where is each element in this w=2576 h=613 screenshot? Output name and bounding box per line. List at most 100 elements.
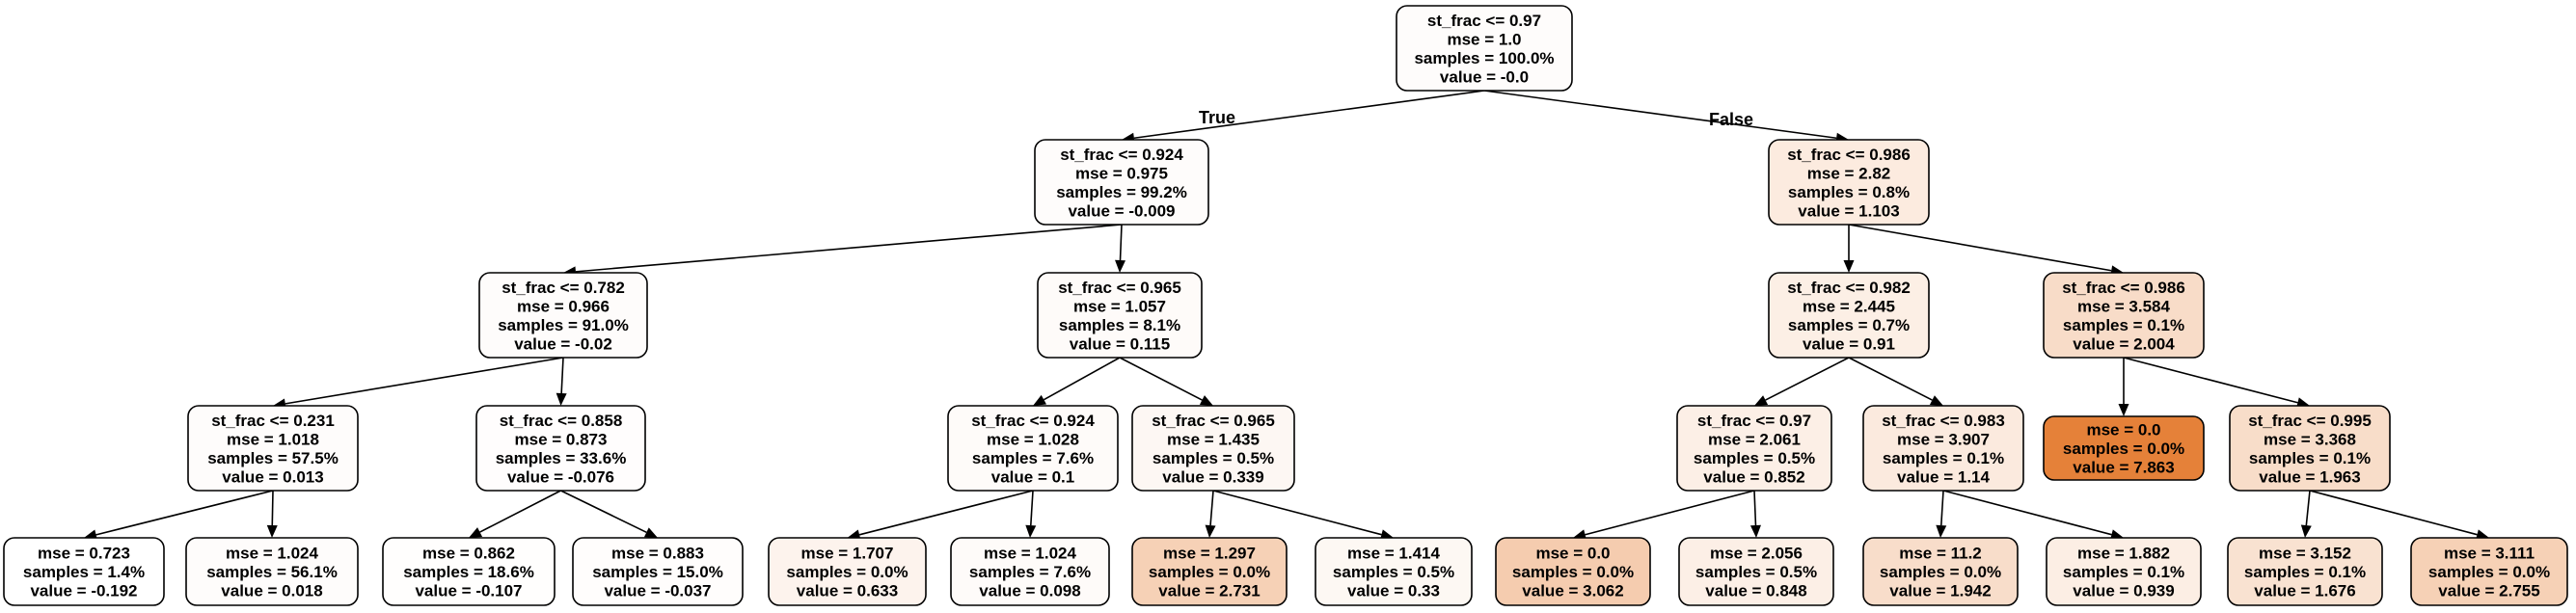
edge-n4-n10 xyxy=(1119,357,1203,401)
node-box xyxy=(2410,537,2568,606)
node-box xyxy=(2229,405,2391,492)
edge-n10-n22 xyxy=(1212,490,1382,536)
node-line: mse = 11.2 xyxy=(1899,545,1982,563)
node-box xyxy=(572,537,744,606)
node-line: mse = 1.882 xyxy=(2077,545,2170,563)
node-box xyxy=(2046,537,2202,606)
node-box xyxy=(1315,537,1473,606)
node-line: samples = 100.0% xyxy=(1414,49,1554,67)
node-line: st_frac <= 0.995 xyxy=(2248,412,2372,430)
node-line: st_frac <= 0.858 xyxy=(500,412,623,430)
edge-n1-n3 xyxy=(575,224,1123,273)
true-branch-label: True xyxy=(1199,108,1235,127)
node-line: mse = 3.584 xyxy=(2077,297,2170,315)
node-line: samples = 0.1% xyxy=(2244,563,2366,581)
node-line: mse = 0.966 xyxy=(517,297,610,315)
node-line: value = 0.939 xyxy=(2073,582,2174,600)
node-box xyxy=(947,405,1119,492)
node-line: samples = 0.5% xyxy=(1333,563,1454,581)
node-line: samples = 0.0% xyxy=(1512,563,1634,581)
node-line: mse = 2.056 xyxy=(1710,545,1803,563)
node-line: value = -0.02 xyxy=(514,334,612,353)
arrowhead-n25 xyxy=(1936,524,1947,538)
node-line: value = 1.14 xyxy=(1897,467,1990,486)
node-line: samples = 0.0% xyxy=(1880,563,2001,581)
node-line: st_frac <= 0.782 xyxy=(502,279,625,297)
node-line: value = 3.062 xyxy=(1522,582,1623,600)
node-line: samples = 0.1% xyxy=(2249,449,2371,467)
node-line: samples = 0.0% xyxy=(2063,440,2184,458)
node-line: mse = 0.0 xyxy=(1535,545,1610,563)
edge-n8-n17 xyxy=(479,490,561,533)
node-line: mse = 2.82 xyxy=(1807,164,1891,182)
node-box xyxy=(1678,537,1834,606)
node-line: value = -0.192 xyxy=(30,582,137,600)
node-line: samples = 33.6% xyxy=(496,449,627,467)
node-line: mse = 1.707 xyxy=(801,545,894,563)
node-line: value = 2.755 xyxy=(2438,582,2539,600)
node-line: mse = 1.028 xyxy=(987,430,1079,448)
node-line: mse = 1.414 xyxy=(1347,545,1440,563)
node-line: mse = 2.445 xyxy=(1803,297,1895,315)
node-line: samples = 99.2% xyxy=(1056,183,1187,201)
node-line: st_frac <= 0.965 xyxy=(1058,279,1181,297)
node-line: samples = 0.8% xyxy=(1788,183,1910,201)
node-line: value = 1.676 xyxy=(2254,582,2355,600)
node-line: samples = 7.6% xyxy=(969,563,1091,581)
node-line: samples = 57.5% xyxy=(207,449,339,467)
node-line: samples = 0.1% xyxy=(2063,563,2184,581)
node-line: mse = 0.723 xyxy=(38,545,130,563)
node-line: mse = 0.975 xyxy=(1075,164,1168,182)
edge-n9-n19 xyxy=(858,490,1034,536)
node-box xyxy=(1862,405,2024,492)
arrowhead-n5 xyxy=(1843,260,1855,273)
arrowhead-n9 xyxy=(1033,394,1047,406)
node-box xyxy=(768,537,927,606)
node-box xyxy=(1396,5,1573,92)
node-line: st_frac <= 0.986 xyxy=(2062,279,2185,297)
node-line: samples = 56.1% xyxy=(206,563,338,581)
node-box xyxy=(1862,537,2019,606)
arrowhead-n20 xyxy=(1025,524,1037,538)
node-line: mse = 3.152 xyxy=(2259,545,2351,563)
edge-n12-n25 xyxy=(1939,490,1944,526)
node-line: st_frac <= 0.983 xyxy=(1882,412,2005,430)
arrowhead-n13 xyxy=(2118,404,2129,416)
node-line: mse = 1.297 xyxy=(1163,545,1256,563)
node-line: st_frac <= 0.97 xyxy=(1697,412,1811,430)
node-line: value = -0.0 xyxy=(1440,67,1529,86)
edge-n0-n2 xyxy=(1483,90,1837,140)
node-line: value = 1.103 xyxy=(1798,201,1899,220)
node-line: st_frac <= 0.97 xyxy=(1427,12,1541,30)
node-line: value = 2.004 xyxy=(2073,334,2175,353)
node-line: value = 0.018 xyxy=(221,582,322,600)
node-line: samples = 0.5% xyxy=(1694,449,1815,467)
node-line: value = 0.633 xyxy=(797,582,898,600)
edge-n12-n26 xyxy=(1942,490,2112,536)
edge-n9-n20 xyxy=(1029,490,1034,526)
arrowhead-n4 xyxy=(1115,259,1126,273)
arrowhead-n12 xyxy=(1929,395,1943,406)
node-line: mse = 2.061 xyxy=(1708,430,1801,448)
node-box xyxy=(1676,405,1832,492)
edge-n3-n8 xyxy=(560,357,564,394)
edge-n7-n16 xyxy=(271,490,274,526)
edge-n7-n15 xyxy=(95,490,274,536)
edge-n5-n11 xyxy=(1765,357,1850,401)
node-line: value = -0.076 xyxy=(507,467,614,486)
